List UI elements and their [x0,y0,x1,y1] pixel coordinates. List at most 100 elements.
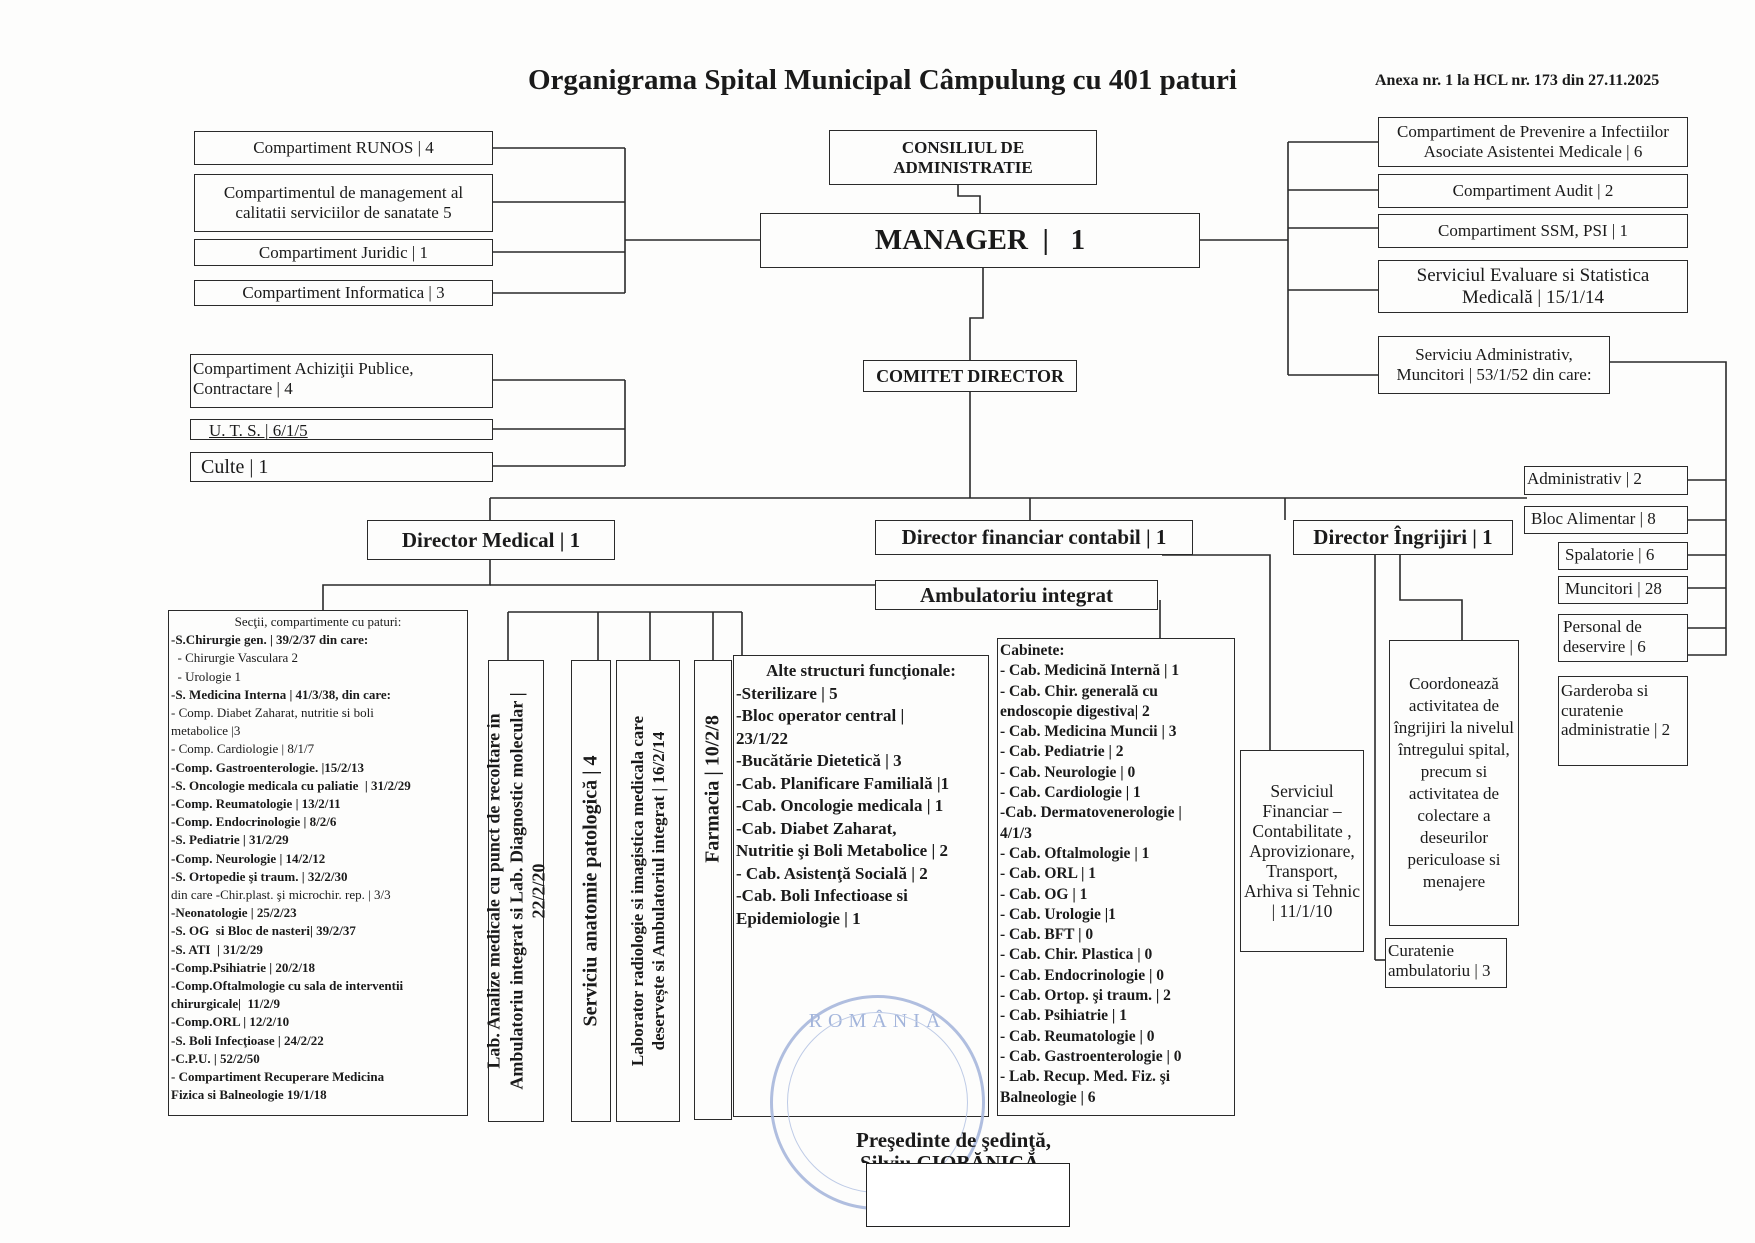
sectii-item: - Chirurgie Vasculara 2 [171,650,298,666]
signature-name-clip: Silviu CIOBĂNICĂ [860,1152,1070,1164]
compartiment-achizitii-box: Compartiment Achiziţii Publice, Contract… [190,354,493,408]
cabinete-item: - Cab. Endocrinologie | 0 [1000,966,1165,984]
compartiment-management-calitate-box: Compartimentul de management al calitati… [194,174,493,232]
cabinete-item: - Cab. Psihiatrie | 1 [1000,1007,1127,1025]
culte-box: Culte | 1 [190,452,493,482]
cabinete-item: - Cab. Medicina Muncii | 3 [1000,723,1177,741]
alte-structuri-list: -Sterilizare | 5 -Bloc operator central |… [736,683,986,931]
sectii-list: -S.Chirurgie gen. | 39/2/37 din care: - … [171,631,465,1104]
laborator-radiologie-text: Laborator radiologie si imagistica medic… [627,716,670,1066]
director-medical-box: Director Medical | 1 [367,520,615,560]
alte-structuri-item: -Cab. Oncologie medicala | 1 [736,796,944,815]
coordoneaza-box: Coordonează activitatea de îngrijiri la … [1389,640,1519,926]
alte-structuri-item: -Sterilizare | 5 [736,683,838,703]
laborator-radiologie-line-1: Laborator radiologie si imagistica medic… [627,715,647,1067]
alte-structuri-item: Nutritie şi Boli Metabolice | 2 [736,841,948,860]
cabinete-item: - Cab. Chir. generală cu [1000,682,1158,700]
sectii-item: -S. Pediatrie | 31/2/29 [171,832,289,848]
cabinete-box: Cabinete: - Cab. Medicină Internă | 1- C… [997,638,1235,1116]
sectii-item: -C.P.U. | 52/2/50 [171,1050,260,1066]
sectii-item: chirurgicale| 11/2/9 [171,996,281,1012]
director-financiar-box: Director financiar contabil | 1 [875,520,1193,555]
administrativ-box: Administrativ | 2 [1524,466,1688,495]
redaction-box [866,1163,1070,1227]
cabinete-item: - Cab. Neurologie | 0 [1000,763,1136,781]
cabinete-item: - Lab. Recup. Med. Fiz. şi [1000,1068,1171,1086]
compartiment-ssm-box: Compartiment SSM, PSI | 1 [1378,214,1688,248]
sectii-item: -Comp.ORL | 12/2/10 [171,1014,290,1030]
alte-structuri-item: -Bucătărie Dietetică | 3 [736,751,902,770]
cabinete-item: - Cab. Ortop. şi traum. | 2 [1000,987,1171,1005]
sectii-item: -S.Chirurgie gen. | 39/2/37 din care: [171,632,369,648]
garderoba-curatenie-box: Garderoba si curatenie administratie | 2 [1558,676,1688,766]
comitet-director-box: COMITET DIRECTOR [863,360,1077,392]
cabinete-item: - Cab. Reumatologie | 0 [1000,1027,1155,1045]
alte-structuri-item: -Cab. Boli Infectioase si [736,886,908,905]
farmacia-box: Farmacia | 10/2/8 [694,660,732,1120]
alte-structuri-item: -Bloc operator central | [736,706,905,725]
serviciul-evaluare-statistica-box: Serviciul Evaluare si Statistica Medical… [1378,260,1688,313]
sectii-item: - Urologie 1 [171,668,242,684]
sectii-item: -S. Oncologie medicala cu paliatie | 31/… [171,777,411,793]
personal-deservire-box: Personal de deservire | 6 [1558,614,1688,662]
sectii-item: - Compartiment Recuperare Medicina [171,1069,385,1085]
alte-structuri-item: Epidemiologie | 1 [736,908,861,928]
uts-box: U. T. S. | 6/1/5 [190,419,493,440]
spalatorie-box: Spalatorie | 6 [1558,542,1688,570]
consiliu-administratie-box: CONSILIUL DE ADMINISTRATIE [829,130,1097,185]
cabinete-item: Balneologie | 6 [1000,1088,1096,1106]
sectii-item: -Comp. Neurologie | 14/2/12 [171,850,326,866]
lab-analize-line-2: Ambulatoriu integrat si Lab. Diagnostic … [505,692,526,1090]
cabinete-item: - Cab. Medicină Internă | 1 [1000,662,1180,680]
sectii-item: -Comp.Psihiatrie | 20/2/18 [171,959,316,975]
sectii-item: -Comp. Reumatologie | 13/2/11 [171,796,341,812]
cabinete-item: - Cab. Pediatrie | 2 [1000,743,1124,761]
sectii-item: -Comp. Gastroenterologie. |15/2/13 [171,759,365,775]
presedinte-label: Preşedinte de şedinţă, [856,1128,1052,1152]
cabinete-item: - Cab. Gastroenterologie | 0 [1000,1047,1182,1065]
compartiment-runos-box: Compartiment RUNOS | 4 [194,131,493,165]
sectii-heading: Secţii, compartimente cu paturi: [234,614,402,629]
manager-box: MANAGER | 1 [760,213,1200,268]
cabinete-item: - Cab. BFT | 0 [1000,926,1094,944]
ambulatoriu-integrat-box: Ambulatoriu integrat [875,580,1158,610]
cabinete-item: endoscopie digestiva| 2 [1000,702,1150,720]
lab-analize-text: Lab. Analize medicale cu punct de recolt… [482,692,550,1089]
cabinete-item: - Cab. Urologie |1 [1000,905,1116,923]
sectii-item: metabolice |3 [171,723,241,739]
sectii-compartimente-box: Secţii, compartimente cu paturi: -S.Chir… [168,610,468,1116]
cabinete-item: - Cab. Oftalmologie | 1 [1000,844,1150,862]
sectii-item: -S. ATI | 31/2/29 [171,941,263,957]
sectii-item: -Neonatologie | 25/2/23 [171,905,297,921]
signature-name: Silviu CIOBĂNICĂ [860,1153,1070,1164]
serviciul-financiar-box: Serviciul Financiar – Contabilitate , Ap… [1240,750,1364,952]
annex-label: Anexa nr. 1 la HCL nr. 173 din 27.11.202… [1375,72,1660,89]
compartiment-audit-box: Compartiment Audit | 2 [1378,174,1688,208]
cabinete-item: - Cab. ORL | 1 [1000,865,1096,883]
sectii-item: - Comp. Diabet Zaharat, nutritie si boli [171,705,374,721]
director-ingrijiri-box: Director Îngrijiri | 1 [1293,520,1513,555]
cabinete-item: - Cab. Chir. Plastica | 0 [1000,946,1153,964]
sectii-item: din care -Chir.plast. şi microchir. rep.… [171,887,391,903]
lab-analize-box: Lab. Analize medicale cu punct de recolt… [483,660,548,1122]
alte-structuri-item: 23/1/22 [736,728,788,748]
lab-analize-line-3: 22/2/20 [528,863,549,919]
alte-structuri-heading: Alte structuri funcţionale: [766,661,956,680]
sectii-item: -Comp. Endocrinologie | 8/2/6 [171,814,337,830]
serviciu-anatomie-box: Serviciu anatomie patologică | 4 [571,660,611,1122]
alte-structuri-item: - Cab. Asistenţă Socială | 2 [736,863,928,883]
sectii-item: Fizica si Balneologie 19/1/18 [171,1087,327,1103]
lab-analize-line-1: Lab. Analize medicale cu punct de recolt… [483,713,504,1069]
sectii-item: -S. Medicina Interna | 41/3/38, din care… [171,686,392,702]
farmacia-text: Farmacia | 10/2/8 [701,715,724,864]
curatenie-ambulatoriu-box: Curatenie ambulatoriu | 3 [1385,938,1507,988]
sectii-item: -S. Ortopedie şi traum. | 32/2/30 [171,868,348,884]
alte-structuri-item: -Cab. Planificare Familială |1 [736,773,950,793]
alte-structuri-item: -Cab. Diabet Zaharat, [736,818,897,838]
compartiment-prevenire-infectii-box: Compartiment de Prevenire a Infectiilor … [1378,117,1688,167]
compartiment-informatica-box: Compartiment Informatica | 3 [194,280,493,306]
sectii-item: -S. Boli Infecţioase | 24/2/22 [171,1032,324,1048]
cabinete-item: 4/1/3 [1000,824,1032,842]
sectii-item: -Comp.Oftalmologie cu sala de interventi… [171,978,404,994]
